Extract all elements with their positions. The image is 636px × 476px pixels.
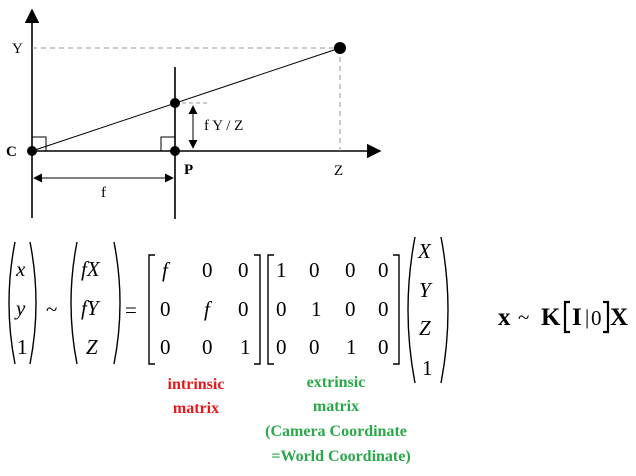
extrinsic-label-line: =World Coordinate): [271, 448, 410, 465]
z-axis-label: Z: [334, 163, 343, 179]
k-cell: 0: [160, 297, 171, 321]
e-cell: 0: [345, 297, 356, 321]
compact-bracket-right: [603, 300, 610, 334]
k-cell: 0: [160, 335, 171, 359]
world-point: [334, 42, 346, 54]
e-cell: 1: [346, 335, 357, 359]
principal-point: [170, 146, 180, 156]
compact-zero: 0: [591, 306, 602, 330]
camera-geometry-diagram: Y Z C P f f Y / Z: [6, 8, 382, 219]
compact-tilde: ~: [518, 305, 529, 329]
vec-fx-entry: Z: [86, 335, 98, 359]
projection-height-label: f Y / Z: [204, 118, 243, 134]
e-cell: 0: [378, 297, 389, 321]
vec-world-entry: 1: [422, 356, 433, 380]
paren-left-vec-fx: [70, 241, 78, 365]
vec-fx-entry: fY: [81, 296, 101, 320]
vec-x-entry: x: [15, 257, 26, 281]
extrinsic-label-line: matrix: [313, 398, 359, 415]
extrinsic-label-line: extrinsic: [307, 374, 366, 391]
paren-left-vec-world: [407, 236, 416, 384]
y-axis-label: Y: [12, 41, 23, 57]
bracket-left-e: [267, 254, 274, 365]
e-cell: 0: [276, 297, 287, 321]
bracket-left-k: [148, 254, 155, 365]
compact-projection-equation: x ~ K I | 0 X: [498, 300, 628, 334]
k-cell: f: [162, 258, 171, 282]
e-cell: 0: [378, 335, 389, 359]
tilde-sign: ~: [46, 297, 57, 321]
projected-point: [170, 98, 180, 108]
paren-left-vec-x: [8, 241, 16, 365]
camera-center-point: [27, 146, 37, 156]
bracket-right-e: [393, 254, 400, 365]
compact-bar: |: [585, 305, 589, 329]
bracket-right-k: [254, 254, 261, 365]
vec-x-entry: 1: [17, 335, 28, 359]
k-cell: 0: [202, 258, 213, 282]
compact-i: I: [572, 304, 582, 331]
vec-world-entry: X: [417, 239, 432, 263]
e-cell: 0: [378, 258, 389, 282]
principal-point-label: P: [184, 162, 193, 178]
k-cell: 0: [238, 297, 249, 321]
vec-world-entry: Y: [419, 278, 433, 302]
compact-k: K: [541, 304, 561, 331]
equals-sign: =: [125, 298, 137, 322]
compact-world-x: X: [610, 304, 628, 331]
intrinsic-annotation: intrinsic matrix: [168, 376, 225, 417]
paren-right-vec-world: [440, 236, 449, 384]
right-angle-marker-c: [32, 136, 47, 151]
e-cell: 0: [345, 258, 356, 282]
intrinsic-label-line: intrinsic: [168, 376, 225, 393]
focal-length-label: f: [101, 185, 106, 201]
e-cell: 1: [311, 297, 322, 321]
paren-right-vec-x: [29, 241, 37, 365]
projection-ray: [31, 47, 341, 152]
e-cell: 1: [276, 258, 287, 282]
extrinsic-label-line: (Camera Coordinate: [265, 423, 407, 440]
intrinsic-matrix: f 0 0 0 f 0 0 0 1: [160, 258, 251, 359]
k-cell: 0: [202, 335, 213, 359]
k-cell: 1: [240, 335, 251, 359]
k-cell: 0: [238, 258, 249, 282]
intrinsic-label-line: matrix: [173, 400, 219, 417]
vec-fx-entry: fX: [81, 257, 101, 281]
e-cell: 0: [309, 335, 320, 359]
compact-x: x: [498, 304, 511, 331]
e-cell: 0: [309, 258, 320, 282]
right-angle-marker-p: [160, 136, 175, 151]
extrinsic-matrix: 1 0 0 0 0 1 0 0 0 0 1 0: [276, 258, 389, 359]
compact-bracket-left: [563, 300, 570, 334]
e-cell: 0: [276, 335, 287, 359]
projection-equation: x y 1 ~ fX fY Z = f 0 0 0 f 0 0 0 1 1 0: [8, 236, 628, 384]
vec-x-entry: y: [14, 296, 26, 320]
camera-center-label: C: [6, 144, 17, 160]
vec-world-entry: Z: [419, 316, 431, 340]
extrinsic-annotation: extrinsic matrix (Camera Coordinate =Wor…: [265, 374, 411, 465]
k-cell: f: [204, 297, 213, 321]
paren-right-vec-fx: [113, 241, 121, 365]
